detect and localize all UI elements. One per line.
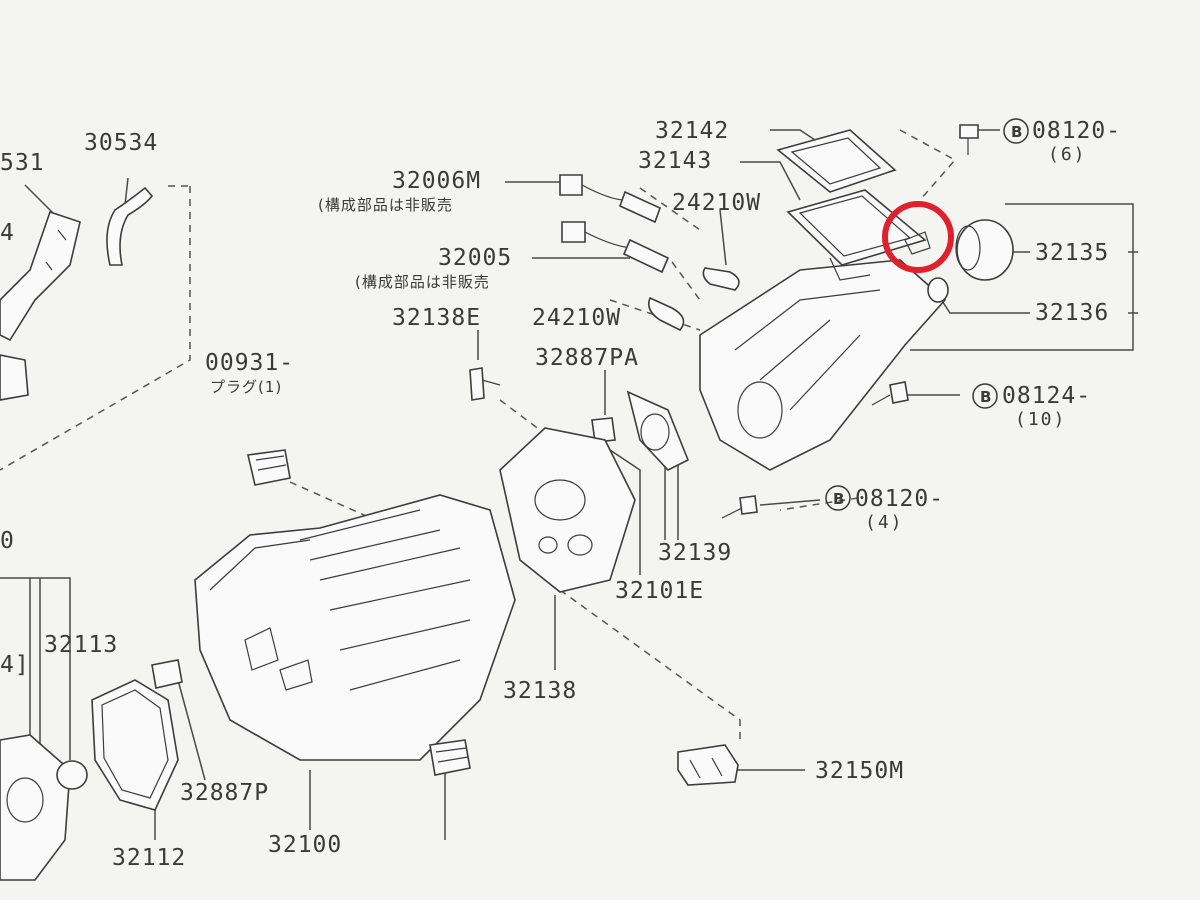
badge-08120-top: B xyxy=(1011,123,1022,141)
bolt-top xyxy=(959,124,979,155)
label-08124: 08124- xyxy=(1002,383,1091,409)
label-30534: 30534 xyxy=(84,130,158,156)
front-cover-part xyxy=(0,734,88,881)
sleeve-32887p xyxy=(151,659,183,689)
switch-32006m xyxy=(559,174,662,224)
rear-extension-housing xyxy=(699,257,947,471)
leader-lines xyxy=(24,129,1030,840)
note-00931: プラグ(1) xyxy=(210,378,282,396)
label-32887pa: 32887PA xyxy=(535,345,639,371)
badge-08124: B xyxy=(980,388,991,406)
gasket-32143 xyxy=(786,189,927,266)
label-24210w-a: 24210W xyxy=(672,190,761,216)
badge-circle-08120-lower xyxy=(825,485,851,511)
bushing-32135 xyxy=(955,219,1014,281)
gasket-32139 xyxy=(626,390,690,471)
label-32005: 32005 xyxy=(438,245,512,271)
bracket-32150m xyxy=(677,744,739,786)
label-32136: 32136 xyxy=(1035,300,1109,326)
label-32142: 32142 xyxy=(655,118,729,144)
label-08120-lower-qty: (4) xyxy=(865,512,904,533)
switch-32005 xyxy=(561,221,670,274)
label-32112: 32112 xyxy=(112,845,186,871)
label-32139: 32139 xyxy=(658,540,732,566)
note-32005: (構成部品は非販売 xyxy=(355,273,490,291)
label-32143: 32143 xyxy=(638,148,712,174)
label-08120-top: 08120- xyxy=(1032,118,1121,144)
label-08124-qty: (10) xyxy=(1015,409,1066,430)
label-32006m: 32006M xyxy=(392,168,481,194)
label-30531: 531 xyxy=(0,150,45,176)
label-edge-4b: 4] xyxy=(0,652,30,678)
gasket-32112 xyxy=(91,679,179,811)
transmission-case-32100 xyxy=(194,494,516,761)
hose-part xyxy=(106,186,154,266)
label-32113: 32113 xyxy=(44,632,118,658)
label-00931: 00931- xyxy=(205,350,294,376)
note-32006m: (構成部品は非販売 xyxy=(318,196,453,214)
bolt-08120-lower xyxy=(721,495,758,519)
bolt-08124 xyxy=(871,381,909,406)
label-24210w-b: 24210W xyxy=(532,305,621,331)
badge-08120-lower: B xyxy=(833,490,844,508)
label-edge-0: 0 xyxy=(0,528,15,554)
label-32101e: 32101E xyxy=(615,578,704,604)
label-08120-top-qty: (6) xyxy=(1048,144,1087,165)
badge-circle-08124 xyxy=(972,383,998,409)
label-32100: 32100 xyxy=(268,832,342,858)
plug-00931 xyxy=(247,449,291,486)
label-08120-lower: 08120- xyxy=(855,486,944,512)
part-labels: 531 30534 4 32142 32143 B 08120- (6) 320… xyxy=(0,118,1121,871)
label-32135: 32135 xyxy=(1035,240,1109,266)
label-32138: 32138 xyxy=(503,678,577,704)
label-32887p: 32887P xyxy=(180,780,269,806)
label-edge-4: 4 xyxy=(0,220,15,246)
adapter-plate-32101e xyxy=(499,427,636,593)
plug-lower xyxy=(429,739,471,776)
breather-32138e xyxy=(469,367,501,401)
badge-circle-08120-top xyxy=(1003,118,1029,144)
top-cover-part xyxy=(776,129,897,193)
clip-24210w-b xyxy=(647,296,685,331)
label-32150m: 32150M xyxy=(815,758,904,784)
clip-24210w-a xyxy=(702,267,740,291)
highlight-marker xyxy=(882,201,954,273)
label-32138e: 32138E xyxy=(392,305,481,331)
shift-fork-part xyxy=(0,210,81,401)
seal-32136 xyxy=(927,277,949,303)
